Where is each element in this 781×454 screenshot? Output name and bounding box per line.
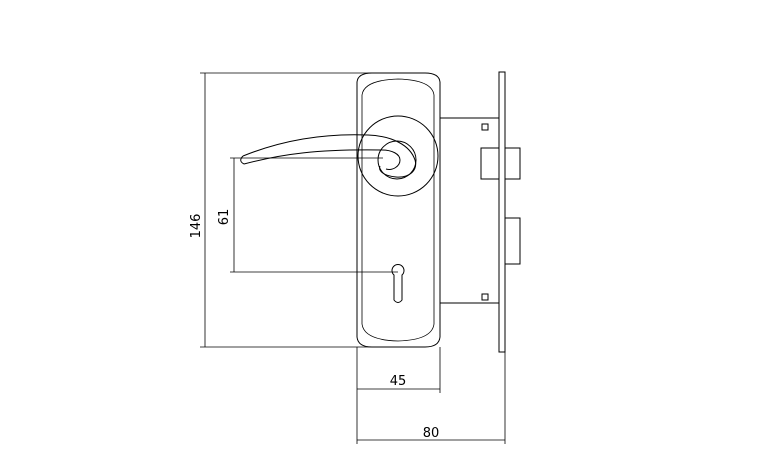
- keyhole-outline: [391, 264, 405, 303]
- lever-upper-edge: [242, 134, 416, 161]
- keyhole: [391, 264, 405, 303]
- lever-lower-edge: [243, 149, 383, 165]
- lever-grip-end: [240, 155, 245, 165]
- faceplate: [498, 71, 506, 353]
- faceplate-screw-top: [481, 123, 489, 131]
- mortise-lock-body: [440, 71, 521, 353]
- escutcheon-plate: [356, 72, 441, 348]
- lever-curl-outer: [379, 159, 417, 178]
- faceplate-screw-bottom: [481, 293, 489, 301]
- plate-inner-outline: [361, 78, 435, 342]
- height-label: 146: [189, 214, 204, 239]
- dimension-plate-width: 45: [356, 347, 441, 444]
- dimension-overall-depth: 80: [357, 352, 506, 444]
- dimension-handle-keyhole: 61: [217, 157, 398, 273]
- handle-keyhole-label: 61: [217, 209, 232, 226]
- plate-outer-outline: [356, 72, 441, 348]
- handle-rose-outer: [357, 115, 439, 197]
- latch-bolt-tongue: [504, 147, 521, 180]
- lever-handle: [240, 115, 439, 197]
- overall-depth-label: 80: [423, 426, 440, 441]
- lever-neck-curl: [381, 149, 401, 170]
- plate-width-label: 45: [390, 374, 407, 389]
- dead-bolt: [504, 217, 521, 265]
- latch-bolt: [480, 147, 500, 180]
